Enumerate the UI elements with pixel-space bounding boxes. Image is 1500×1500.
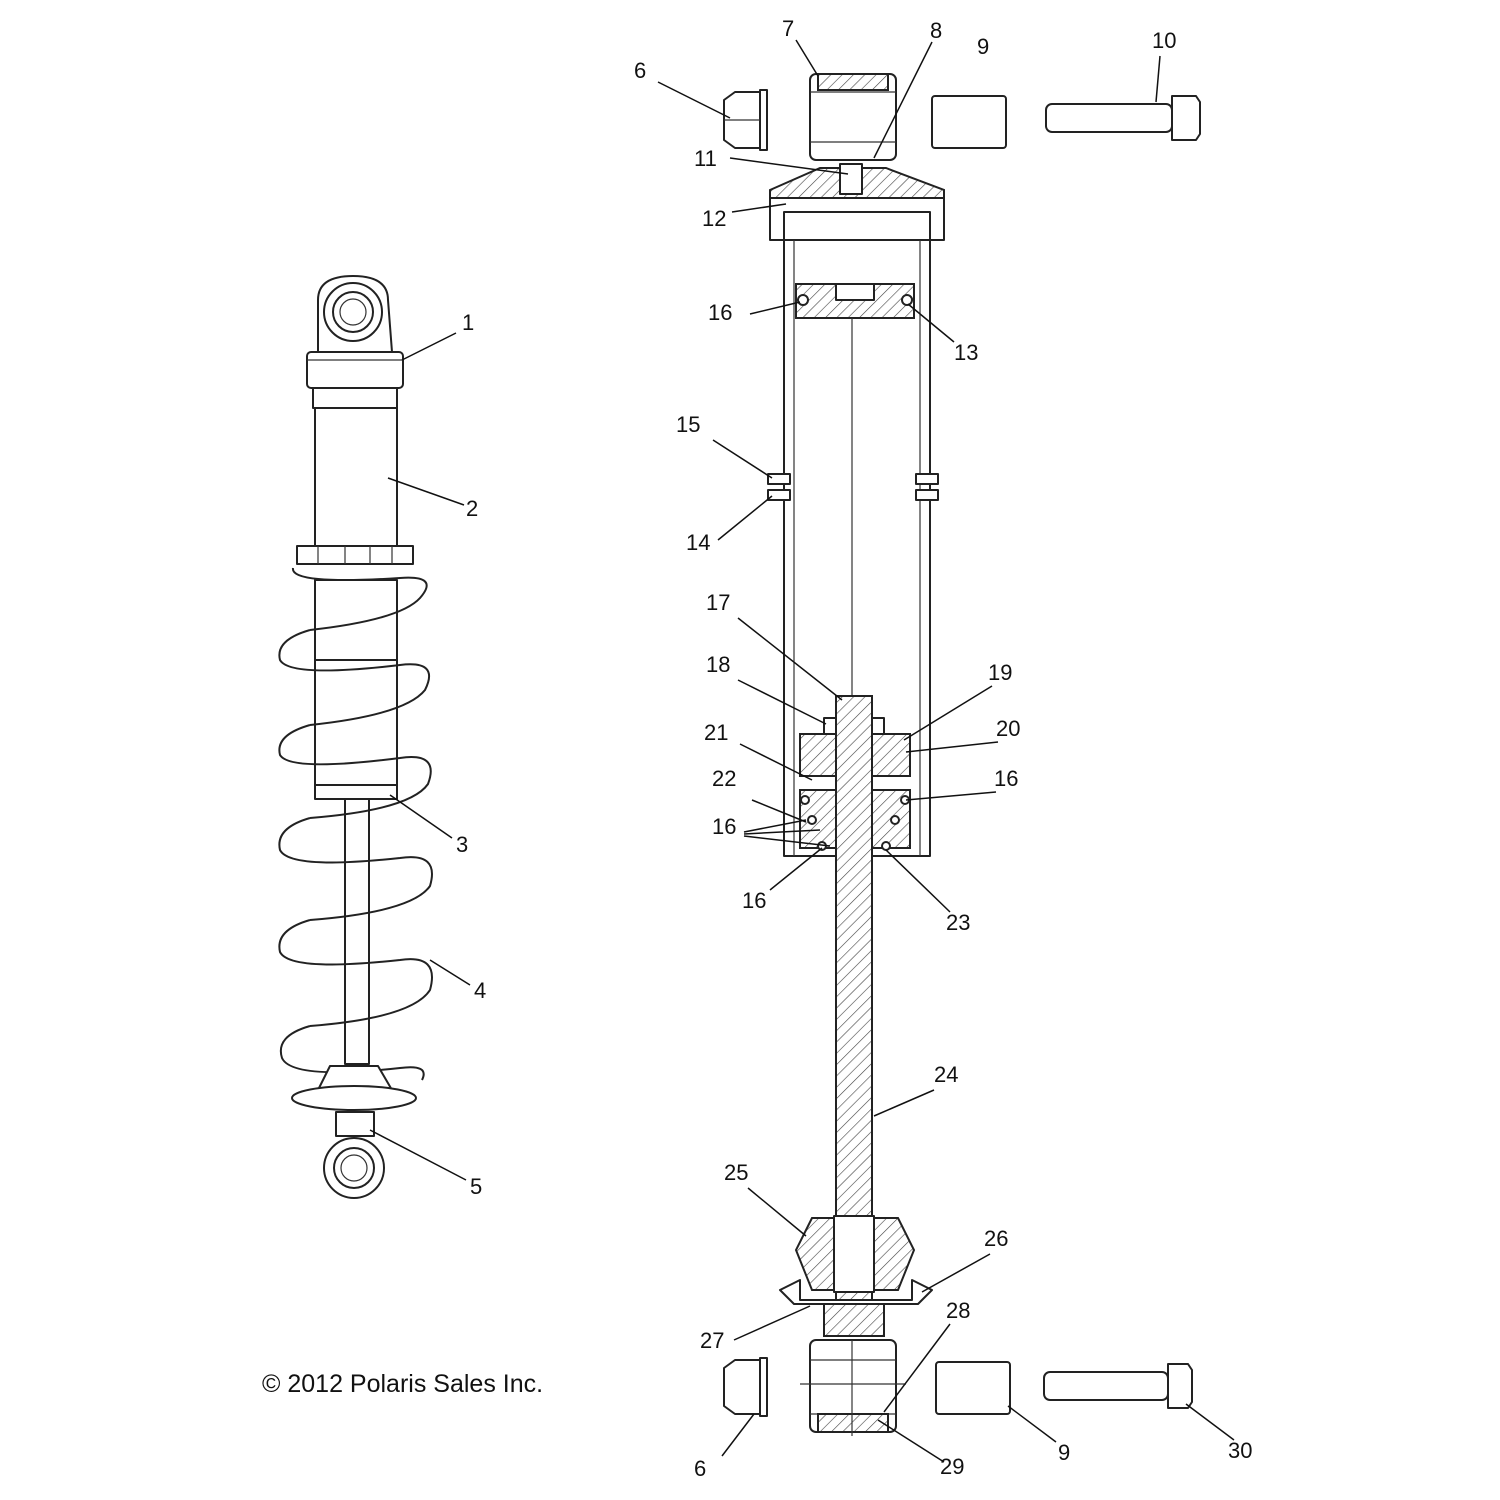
exploded-section [723, 73, 1201, 1436]
callout-19: 19 [988, 660, 1012, 685]
callout-27: 27 [700, 1328, 724, 1353]
callout-14: 14 [686, 530, 710, 555]
callout-21: 21 [704, 720, 728, 745]
callout-25: 25 [724, 1160, 748, 1185]
copyright-notice: © 2012 Polaris Sales Inc. [262, 1370, 543, 1398]
callout-6-bottom: 6 [694, 1456, 706, 1481]
callout-28: 28 [946, 1298, 970, 1323]
callout-11: 11 [694, 146, 717, 171]
callout-9-top: 9 [977, 34, 989, 59]
callout-3: 3 [456, 832, 468, 857]
callout-16-left: 16 [712, 814, 736, 839]
callout-16-right: 16 [994, 766, 1018, 791]
callout-26: 26 [984, 1226, 1008, 1251]
callout-17: 17 [706, 590, 730, 615]
callout-4: 4 [474, 978, 486, 1003]
callout-16-lower: 16 [742, 888, 766, 913]
callout-8: 8 [930, 18, 942, 43]
callout-5: 5 [470, 1174, 482, 1199]
callout-23: 23 [946, 910, 970, 935]
callout-30: 30 [1228, 1438, 1252, 1463]
assembled-shock [278, 275, 433, 1199]
callout-2: 2 [466, 496, 478, 521]
callout-18: 18 [706, 652, 730, 677]
callout-10: 10 [1152, 28, 1176, 53]
callout-12: 12 [702, 206, 726, 231]
leader-lines [369, 39, 1235, 1463]
callout-7: 7 [782, 16, 794, 41]
callout-9-bottom: 9 [1058, 1440, 1070, 1465]
callout-labels: 1 2 3 4 5 6 6 7 8 9 9 10 11 12 13 14 15 … [456, 16, 1252, 1481]
callout-6-top: 6 [634, 58, 646, 83]
callout-24: 24 [934, 1062, 958, 1087]
callout-29: 29 [940, 1454, 964, 1479]
callout-22: 22 [712, 766, 736, 791]
callout-20: 20 [996, 716, 1020, 741]
callout-1: 1 [462, 310, 474, 335]
callout-16-upper: 16 [708, 300, 732, 325]
callout-15: 15 [676, 412, 700, 437]
callout-13: 13 [954, 340, 978, 365]
